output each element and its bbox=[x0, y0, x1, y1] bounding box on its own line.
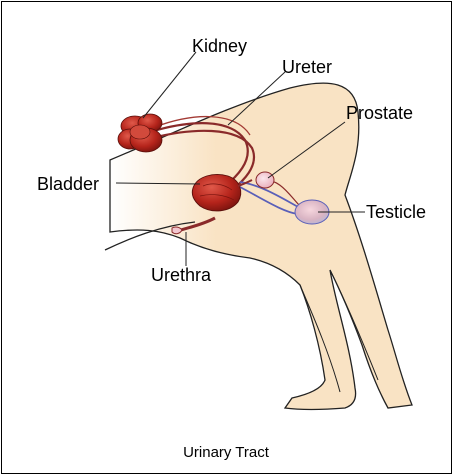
kidney-label: Kidney bbox=[192, 36, 247, 56]
ureter-label: Ureter bbox=[282, 57, 332, 77]
prostate-label: Prostate bbox=[346, 103, 413, 123]
kidney-leader bbox=[143, 52, 196, 118]
urethra-label: Urethra bbox=[151, 265, 212, 285]
diagram-caption: Urinary Tract bbox=[183, 444, 270, 461]
prostate-gland bbox=[256, 172, 274, 188]
kidney-organ bbox=[118, 114, 162, 152]
testicle-label: Testicle bbox=[366, 202, 426, 222]
bladder-label: Bladder bbox=[37, 174, 99, 194]
